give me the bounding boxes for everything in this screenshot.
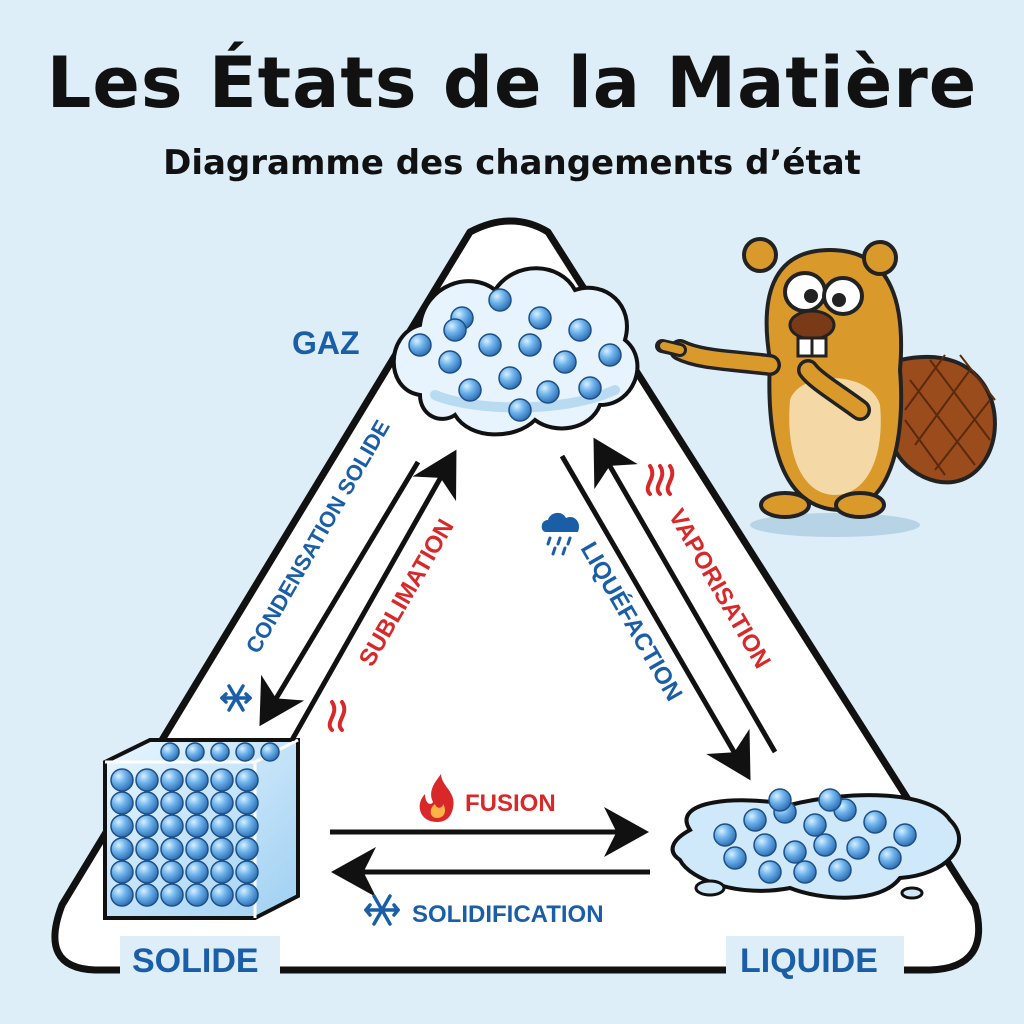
- particle: [185, 742, 205, 762]
- particle: [235, 814, 259, 838]
- page-title: Les États de la Matière: [46, 42, 978, 124]
- particle: [723, 846, 747, 870]
- particle: [235, 742, 255, 762]
- particle: [235, 791, 259, 815]
- particle: [210, 837, 234, 861]
- particle: [210, 742, 230, 762]
- particle: [110, 791, 134, 815]
- particle: [135, 814, 159, 838]
- particle: [185, 837, 209, 861]
- particle: [160, 837, 184, 861]
- label-solidification: SOLIDIFICATION: [412, 901, 604, 928]
- particle: [743, 808, 767, 832]
- particle: [160, 742, 180, 762]
- particle: [210, 768, 234, 792]
- particle: [110, 860, 134, 884]
- particle: [135, 837, 159, 861]
- heat-waves-icon: [645, 464, 675, 496]
- arrow-condensation-solide: [259, 460, 421, 727]
- particle: [528, 306, 552, 330]
- particle: [185, 814, 209, 838]
- particle: [488, 288, 512, 312]
- particle: [185, 860, 209, 884]
- label-liquide: LIQUIDE: [740, 942, 878, 980]
- particle: [578, 376, 602, 400]
- particle: [260, 742, 280, 762]
- particle: [713, 823, 737, 847]
- particle: [768, 788, 792, 812]
- particle: [185, 883, 209, 907]
- particle: [458, 378, 482, 402]
- particle: [753, 833, 777, 857]
- particle: [863, 810, 887, 834]
- particle: [135, 791, 159, 815]
- snowflake-icon: [364, 894, 400, 926]
- particle: [210, 791, 234, 815]
- page-subtitle: Diagramme des changements d’état: [163, 143, 861, 183]
- particle: [135, 883, 159, 907]
- particle: [803, 813, 827, 837]
- particle: [438, 350, 462, 374]
- particle: [210, 860, 234, 884]
- particle: [518, 333, 542, 357]
- flame-icon: [419, 774, 454, 822]
- particle: [498, 366, 522, 390]
- particle: [110, 837, 134, 861]
- particle: [813, 833, 837, 857]
- particle: [110, 814, 134, 838]
- particle: [210, 883, 234, 907]
- particle: [818, 788, 842, 812]
- particle: [235, 768, 259, 792]
- particle: [185, 791, 209, 815]
- beaver-mascot: [655, 237, 997, 537]
- liquid-puddle-illustration: [670, 788, 962, 900]
- particle: [846, 836, 870, 860]
- particle: [110, 768, 134, 792]
- particle: [553, 350, 577, 374]
- particle: [893, 823, 917, 847]
- particle: [235, 883, 259, 907]
- particle: [783, 840, 807, 864]
- particle: [598, 343, 622, 367]
- snowflake-icon: [220, 684, 252, 712]
- particle: [536, 380, 560, 404]
- label-gaz: GAZ: [292, 325, 360, 361]
- ice-cube-illustration: [103, 738, 300, 920]
- particle: [135, 860, 159, 884]
- particle: [160, 860, 184, 884]
- arrow-vaporisation: [593, 437, 778, 754]
- particle: [235, 860, 259, 884]
- particle: [408, 333, 432, 357]
- particle: [135, 768, 159, 792]
- particle: [110, 883, 134, 907]
- particle: [758, 860, 782, 884]
- particle: [160, 883, 184, 907]
- gas-cloud-illustration: [391, 266, 640, 437]
- particle: [508, 398, 532, 422]
- label-solide: SOLIDE: [132, 942, 259, 980]
- particle: [160, 814, 184, 838]
- particle: [878, 846, 902, 870]
- rain-cloud-icon: [541, 512, 580, 556]
- particle: [443, 318, 467, 342]
- particle: [160, 768, 184, 792]
- arrow-liquefaction: [559, 454, 751, 781]
- particle: [793, 860, 817, 884]
- arrow-sublimation: [289, 449, 457, 742]
- particle: [160, 791, 184, 815]
- particle: [828, 858, 852, 882]
- particle: [210, 814, 234, 838]
- particle: [568, 318, 592, 342]
- heat-waves-icon: [327, 700, 347, 732]
- particle: [478, 333, 502, 357]
- label-fusion: FUSION: [465, 790, 556, 817]
- particle: [235, 837, 259, 861]
- particle: [185, 768, 209, 792]
